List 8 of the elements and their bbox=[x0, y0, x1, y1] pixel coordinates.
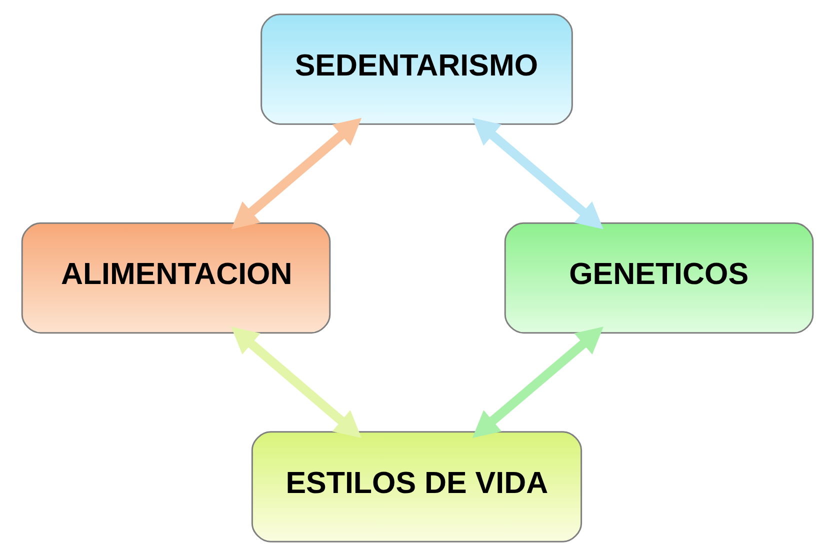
arrow bbox=[230, 326, 361, 438]
node-box: GENETICOS bbox=[504, 222, 814, 334]
arrow bbox=[472, 118, 603, 230]
arrow bbox=[472, 326, 603, 438]
node-box: ESTILOS DE VIDA bbox=[250, 431, 582, 542]
node-box: SEDENTARISMO bbox=[260, 14, 572, 125]
node-box: ALIMENTACION bbox=[20, 222, 330, 334]
arrow bbox=[230, 118, 362, 230]
